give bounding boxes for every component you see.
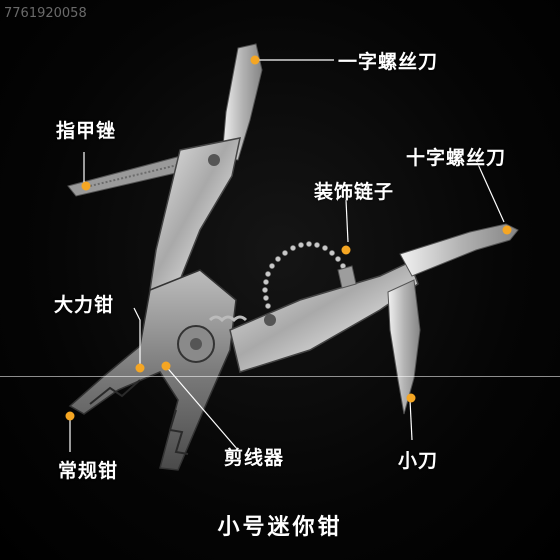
divider-line bbox=[0, 376, 560, 377]
phillips-screwdriver bbox=[399, 223, 519, 277]
small-knife-blade bbox=[387, 279, 421, 415]
label-phillips-screwdriver: 十字螺丝刀 bbox=[406, 147, 507, 169]
pointer-dots bbox=[65, 55, 512, 421]
watermark: 7761920058 bbox=[4, 6, 87, 21]
label-nail-file: 指甲锉 bbox=[56, 120, 117, 142]
pliers-jaws bbox=[68, 269, 237, 471]
product-caption: 小号迷你钳 bbox=[217, 515, 343, 540]
lower-handle bbox=[229, 260, 419, 373]
label-wire-cutter: 剪线器 bbox=[224, 447, 285, 469]
label-regular-pliers: 常规钳 bbox=[58, 460, 119, 482]
upper-handle bbox=[149, 137, 241, 302]
label-decorative-chain: 装饰链子 bbox=[314, 181, 395, 203]
label-small-knife: 小刀 bbox=[398, 450, 439, 472]
flat-screwdriver-blade bbox=[221, 43, 263, 161]
pointer-lines bbox=[69, 59, 505, 452]
label-flat-screwdriver: 一字螺丝刀 bbox=[338, 51, 439, 73]
label-heavy-pliers: 大力钳 bbox=[54, 294, 115, 316]
